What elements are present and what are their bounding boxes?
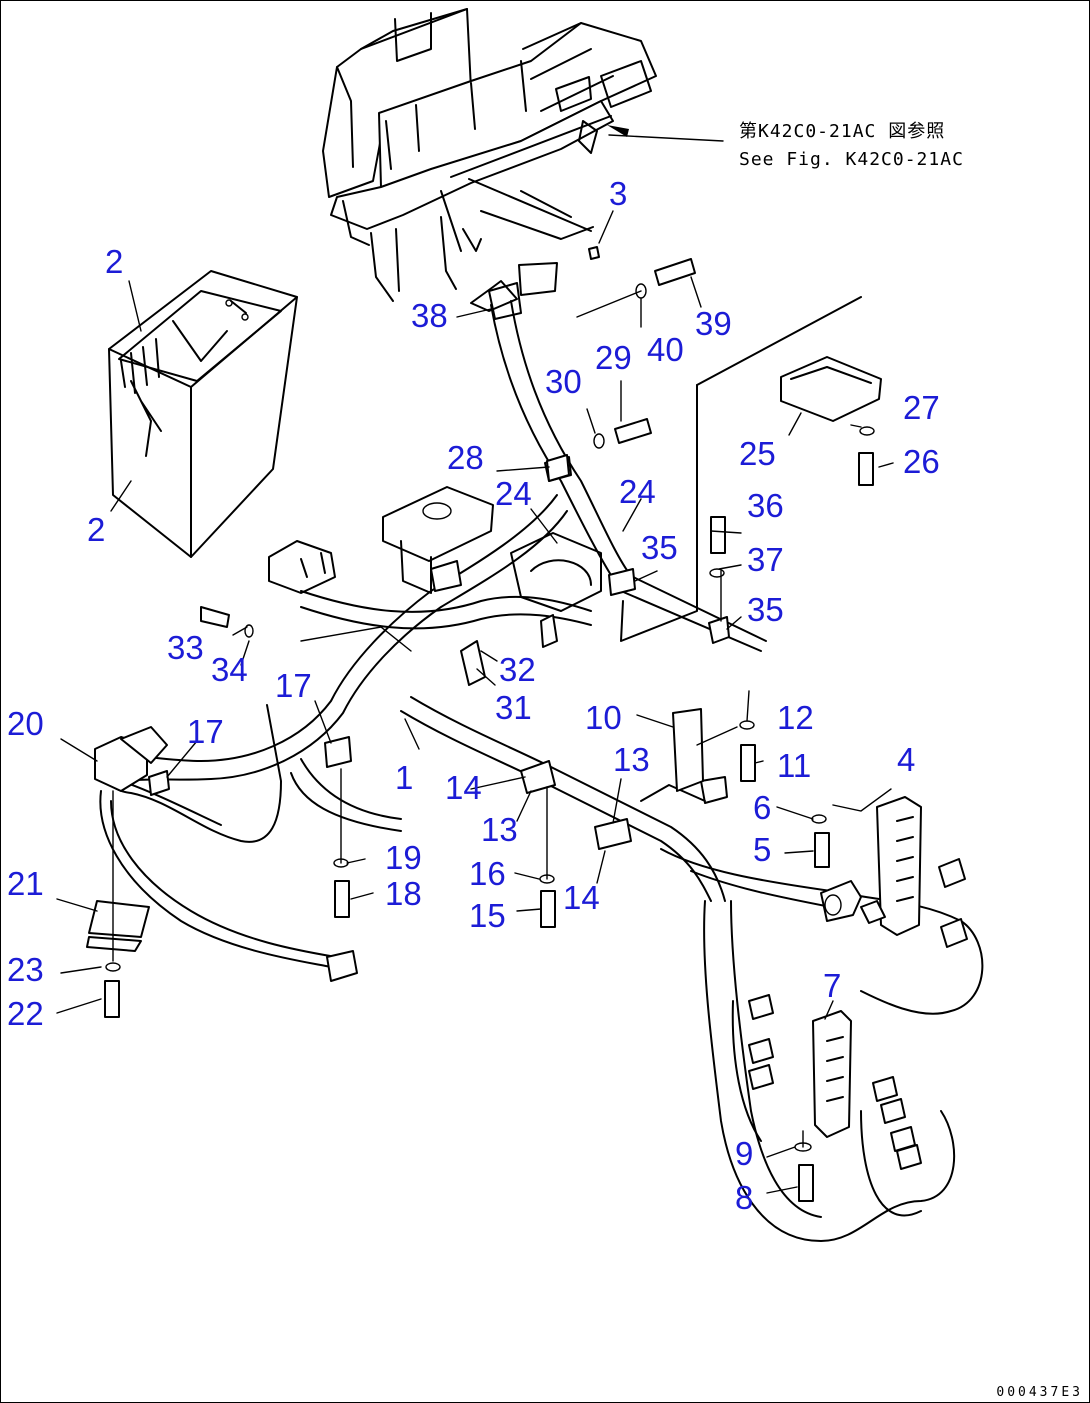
- callout-4: 4: [897, 741, 916, 778]
- fasteners: [104, 246, 875, 1202]
- callout-10: 10: [585, 699, 622, 736]
- callout-29: 29: [595, 339, 632, 376]
- callout-24: 24: [495, 475, 532, 512]
- callout-11: 11: [777, 747, 812, 784]
- callout-27: 27: [903, 389, 940, 426]
- callout-3: 3: [609, 175, 628, 212]
- callout-19: 19: [385, 839, 422, 876]
- callout-22: 22: [7, 995, 44, 1032]
- callout-1: 1: [395, 759, 414, 796]
- center-bracket-assembly: [268, 262, 602, 612]
- callout-14: 14: [563, 879, 600, 916]
- callout-30: 30: [545, 363, 582, 400]
- callout-35: 35: [747, 591, 784, 628]
- callout-13: 13: [481, 811, 518, 848]
- callout-20: 20: [7, 705, 44, 742]
- main-wiring-harness: [99, 280, 984, 1242]
- callout-26: 26: [903, 443, 940, 480]
- upper-console-frame: [322, 8, 657, 302]
- callout-2: 2: [87, 511, 106, 548]
- callout-32: 32: [499, 651, 536, 688]
- callout-23: 23: [7, 951, 44, 988]
- callout-40: 40: [647, 331, 684, 368]
- callout-33: 33: [167, 629, 204, 666]
- left-console-box: [108, 270, 298, 558]
- callout-39: 39: [695, 305, 732, 342]
- callout-35: 35: [641, 529, 678, 566]
- callout-16: 16: [469, 855, 506, 892]
- callout-6: 6: [753, 789, 772, 826]
- callout-9: 9: [735, 1135, 754, 1172]
- callout-21: 21: [7, 865, 44, 902]
- callout-24: 24: [619, 473, 656, 510]
- figure-reference-en: See Fig. K42C0-21AC: [739, 149, 964, 170]
- callout-5: 5: [753, 831, 772, 868]
- callout-13: 13: [613, 741, 650, 778]
- drawing-code: 000437E3: [996, 1385, 1083, 1400]
- callout-8: 8: [735, 1179, 754, 1216]
- callout-25: 25: [739, 435, 776, 472]
- callout-7: 7: [823, 967, 842, 1004]
- callout-14: 14: [445, 769, 482, 806]
- callout-38: 38: [411, 297, 448, 334]
- connector-blocks: [86, 708, 968, 1170]
- reference-lines: [56, 125, 894, 1194]
- callout-17: 17: [187, 713, 224, 750]
- callout-34: 34: [211, 651, 248, 688]
- callout-2: 2: [105, 243, 124, 280]
- callout-31: 31: [495, 689, 532, 726]
- callout-36: 36: [747, 487, 784, 524]
- callout-28: 28: [447, 439, 484, 476]
- figure-reference-jp: 第K42C0-21AC 図参照: [739, 121, 946, 142]
- harness-clamps: [148, 454, 730, 850]
- callout-17: 17: [275, 667, 312, 704]
- mounting-bracket-25: [620, 296, 882, 642]
- callout-12: 12: [777, 699, 814, 736]
- callout-37: 37: [747, 541, 784, 578]
- callout-18: 18: [385, 875, 422, 912]
- callout-15: 15: [469, 897, 506, 934]
